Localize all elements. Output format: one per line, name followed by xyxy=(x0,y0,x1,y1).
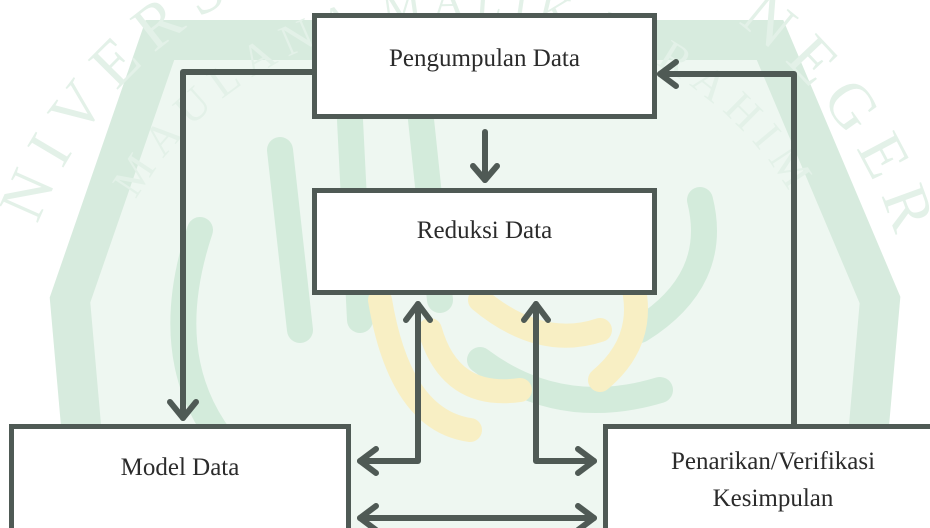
node-label-line1: Penarikan/Verifikasi xyxy=(670,448,876,475)
arrow-penarikan-to-pengumpulan xyxy=(657,59,797,427)
node-label: Model Data xyxy=(120,454,240,481)
arrow-pengumpulan-to-model xyxy=(167,69,315,421)
node-penarikan-verifikasi-kesimpulan: Penarikan/Verifikasi Kesimpulan xyxy=(603,424,930,528)
arrow-reduksi-penarikan-bidirectional xyxy=(521,301,597,476)
node-label: Pengumpulan Data xyxy=(389,45,580,72)
node-label: Reduksi Data xyxy=(416,217,553,244)
node-label-line2: Kesimpulan xyxy=(712,485,834,512)
node-pengumpulan-data: Pengumpulan Data xyxy=(312,13,657,119)
node-reduksi-data: Reduksi Data xyxy=(312,188,657,295)
node-model-data: Model Data xyxy=(9,424,351,528)
arrow-reduksi-model-bidirectional xyxy=(357,301,433,476)
arrow-model-penarikan-bidirectional xyxy=(357,503,597,528)
arrow-pengumpulan-to-reduksi xyxy=(470,129,500,183)
